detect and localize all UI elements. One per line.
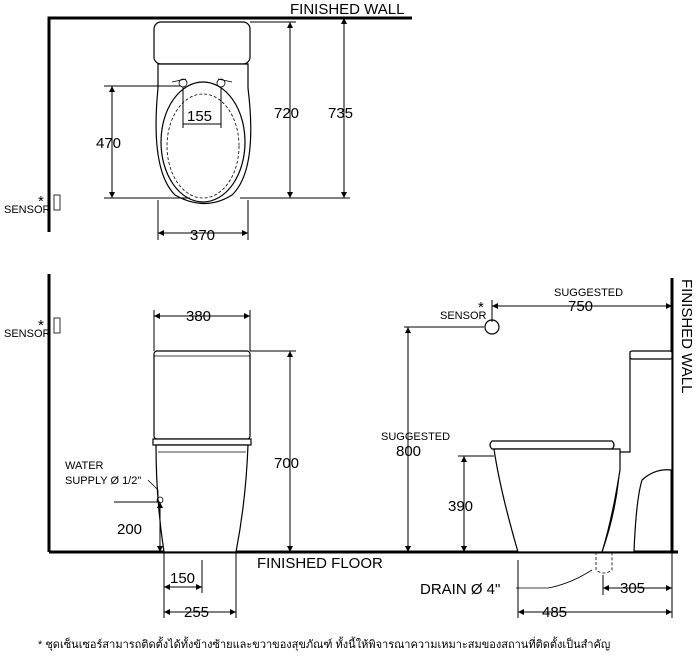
dim-800: SUGGESTED 800 — [381, 326, 484, 552]
dim-155-label: 155 — [187, 108, 212, 125]
side-view: FINISHED WALL SUGGESTED 750 SENSOR * SUG… — [381, 278, 695, 621]
side-sensor-asterisk: * — [478, 299, 484, 316]
top-view-tank — [153, 21, 251, 65]
front-bowl — [155, 444, 249, 553]
dim-720-label: 720 — [274, 105, 299, 122]
top-view: FINISHED WALL 155 470 720 — [4, 1, 412, 244]
dim-200-label: 200 — [117, 521, 142, 538]
finished-wall-side-label: FINISHED WALL — [678, 279, 695, 393]
dim-700: 700 — [250, 350, 299, 552]
top-view-seat — [160, 81, 246, 203]
dim-470: 470 — [96, 85, 190, 199]
water-supply-line1: WATER — [65, 460, 104, 472]
side-sensor: SENSOR * — [440, 299, 500, 335]
drain-label: DRAIN Ø 4" — [420, 581, 500, 598]
suggested-800-label: SUGGESTED — [381, 431, 450, 443]
dim-380-label: 380 — [186, 308, 211, 325]
dim-720: 720 — [240, 21, 299, 199]
dim-380: 380 — [153, 308, 251, 351]
top-sensor: SENSOR * — [4, 193, 61, 216]
top-view-seat-inner — [166, 93, 240, 199]
dim-750: SUGGESTED 750 — [491, 287, 672, 322]
finished-floor-label: FINISHED FLOOR — [257, 555, 383, 572]
dim-255: 255 — [163, 552, 237, 621]
water-supply: WATER SUPPLY Ø 1/2" — [65, 460, 164, 504]
front-sensor-asterisk: * — [38, 317, 44, 334]
side-tank-lid — [629, 350, 673, 360]
dim-750-label: 750 — [568, 298, 593, 315]
dim-200: 200 — [114, 501, 163, 552]
dim-370-label: 370 — [190, 227, 215, 244]
front-seat — [152, 438, 252, 446]
dim-700-label: 700 — [274, 455, 299, 472]
top-view-bowl-outline — [155, 63, 252, 205]
top-view-wall — [47, 16, 412, 232]
dim-485-label: 485 — [542, 604, 567, 621]
dim-390-label: 390 — [448, 498, 473, 515]
drain-pipe — [595, 552, 613, 574]
side-seat — [489, 440, 615, 450]
dim-150-label: 150 — [170, 570, 195, 587]
side-bowl — [493, 448, 621, 553]
dim-155: 155 — [182, 87, 222, 128]
finished-wall-top-label: FINISHED WALL — [290, 1, 404, 18]
suggested-750-label: SUGGESTED — [554, 287, 623, 299]
dim-305-label: 305 — [620, 580, 645, 597]
top-sensor-asterisk: * — [38, 193, 44, 210]
front-sensor-label: SENSOR — [4, 328, 51, 340]
dim-735: 735 — [296, 18, 353, 199]
sensor-box-front — [53, 317, 61, 334]
footnote: * ชุดเซ็นเซอร์สามารถติดตั้งได้ทั้งข้างซ้… — [38, 636, 610, 651]
side-sensor-circle — [484, 319, 500, 335]
dim-735-label: 735 — [328, 105, 353, 122]
water-supply-line2: SUPPLY Ø 1/2" — [65, 475, 141, 487]
front-sensor: SENSOR * — [4, 317, 61, 340]
side-sensor-label: SENSOR — [440, 310, 487, 322]
dim-485: 485 — [517, 560, 673, 621]
top-sensor-label: SENSOR — [4, 204, 51, 216]
dim-305: 305 — [602, 552, 673, 597]
dim-800-label: 800 — [396, 443, 421, 460]
front-tank — [153, 350, 251, 440]
dim-370: 370 — [157, 200, 249, 244]
dim-255-label: 255 — [184, 604, 209, 621]
dim-150: 150 — [163, 552, 203, 593]
drain: DRAIN Ø 4" — [420, 569, 593, 598]
dim-470-label: 470 — [96, 135, 121, 152]
dim-390: 390 — [448, 455, 494, 552]
sensor-box — [53, 194, 61, 211]
